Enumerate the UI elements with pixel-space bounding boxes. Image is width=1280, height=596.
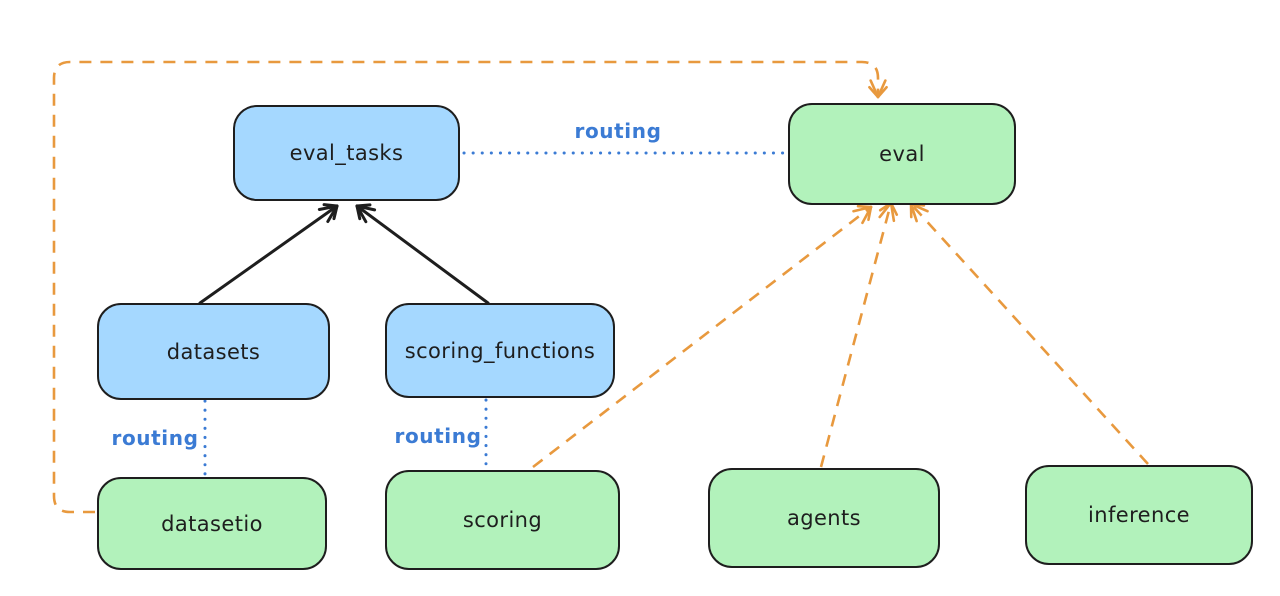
edge-datasets-to-eval_tasks xyxy=(198,203,339,305)
node-eval: eval xyxy=(788,103,1016,205)
node-scoring_functions: scoring_functions xyxy=(385,303,615,398)
edge-scoring_functions-to-eval_tasks xyxy=(355,203,490,305)
node-label-eval_tasks: eval_tasks xyxy=(289,141,404,165)
edge-agents-to-eval xyxy=(819,201,899,468)
node-datasets: datasets xyxy=(97,303,330,400)
edge-inference-to-eval xyxy=(909,202,1149,465)
node-eval_tasks: eval_tasks xyxy=(233,105,460,201)
node-scoring: scoring xyxy=(385,470,620,570)
node-label-agents: agents xyxy=(786,506,861,530)
node-label-datasetio: datasetio xyxy=(161,511,263,536)
edge-label-routing-scoring_functions-scoring: routing xyxy=(394,424,482,448)
node-label-inference: inference xyxy=(1088,503,1190,527)
node-agents: agents xyxy=(708,468,940,568)
node-label-datasets: datasets xyxy=(166,339,261,364)
node-label-scoring: scoring xyxy=(462,508,543,532)
node-label-scoring_functions: scoring_functions xyxy=(404,338,596,363)
edge-label-routing-eval_tasks-eval: routing xyxy=(574,119,662,143)
edge-scoring-to-eval xyxy=(532,204,873,469)
node-inference: inference xyxy=(1025,465,1253,565)
node-datasetio: datasetio xyxy=(97,477,327,570)
edge-datasetio-to-eval-loop xyxy=(52,60,888,514)
edge-label-routing-datasets-datasetio: routing xyxy=(111,426,199,450)
node-label-eval: eval xyxy=(879,142,925,166)
